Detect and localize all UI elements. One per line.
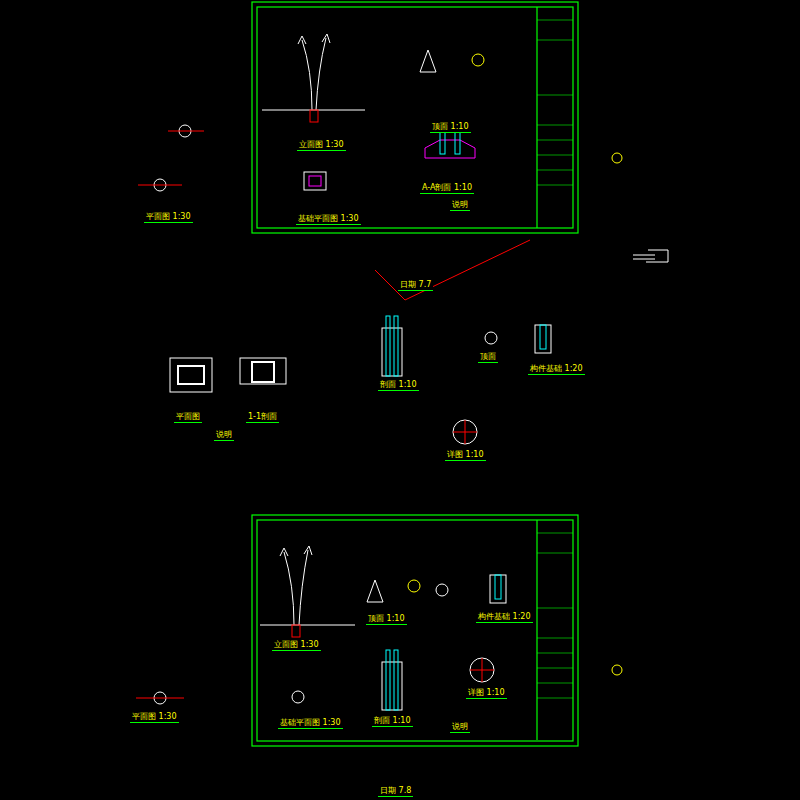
view-label: 说明 — [214, 430, 234, 441]
view-label: 剖面 1:10 — [372, 716, 413, 727]
view-label: 顶面 1:10 — [366, 614, 407, 625]
view-label: 详图 1:10 — [466, 688, 507, 699]
view-label: A-A剖面 1:10 — [420, 183, 474, 194]
view-label: 1-1剖面 — [246, 412, 279, 423]
view-label: 顶面 — [478, 352, 498, 363]
view-label: 说明 — [450, 722, 470, 733]
view-label: 立面图 1:30 — [272, 640, 321, 651]
view-label: 立面图 1:30 — [297, 140, 346, 151]
view-label: 日期 7.7 — [398, 280, 433, 291]
view-label: 顶面 1:10 — [430, 122, 471, 133]
view-label: 说明 — [450, 200, 470, 211]
view-label: 日期 7.8 — [378, 786, 413, 797]
view-label: 基础平面图 1:30 — [278, 718, 343, 729]
view-label: 构件基础 1:20 — [528, 364, 585, 375]
view-label: 基础平面图 1:30 — [296, 214, 361, 225]
view-label: 平面图 — [174, 412, 202, 423]
view-label: 详图 1:10 — [445, 450, 486, 461]
view-label: 平面图 1:30 — [144, 212, 193, 223]
view-label: 剖面 1:10 — [378, 380, 419, 391]
view-label: 平面图 1:30 — [130, 712, 179, 723]
view-label: 构件基础 1:20 — [476, 612, 533, 623]
